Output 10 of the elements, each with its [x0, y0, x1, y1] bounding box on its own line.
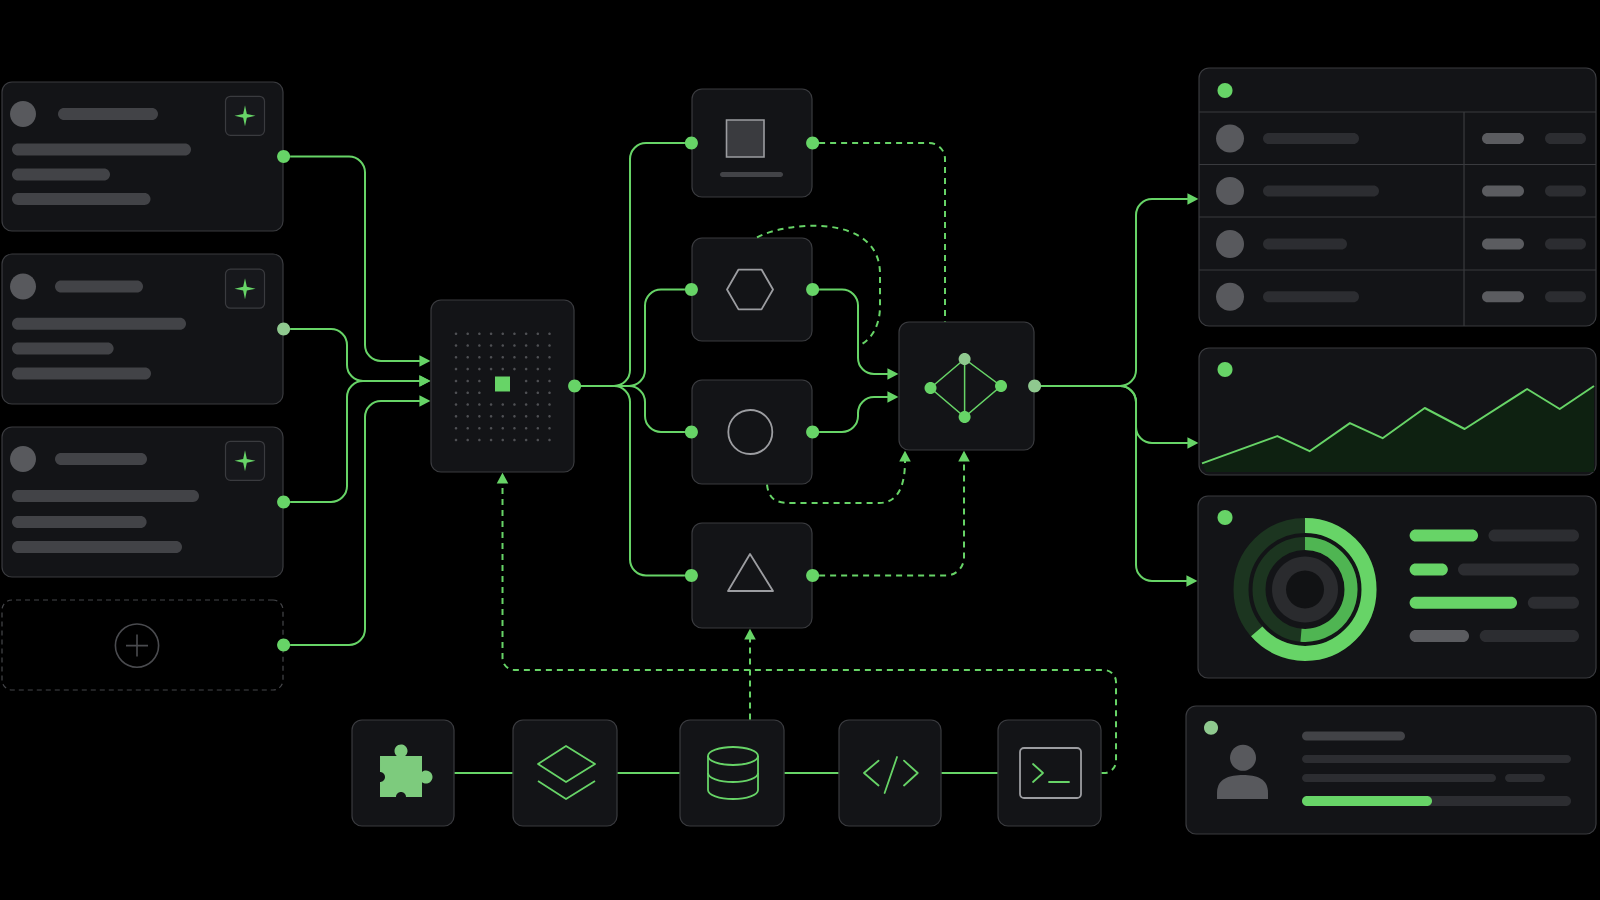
- icon-tile: [679, 719, 785, 827]
- icon-tile: [512, 719, 618, 827]
- icon-tile: [997, 719, 1102, 827]
- connector: [453, 772, 514, 774]
- connector: [616, 772, 681, 774]
- connector: [783, 772, 840, 774]
- icon-tile: [838, 719, 942, 827]
- connector: [756, 224, 881, 347]
- connector: [580, 385, 686, 577]
- connector: [940, 772, 999, 774]
